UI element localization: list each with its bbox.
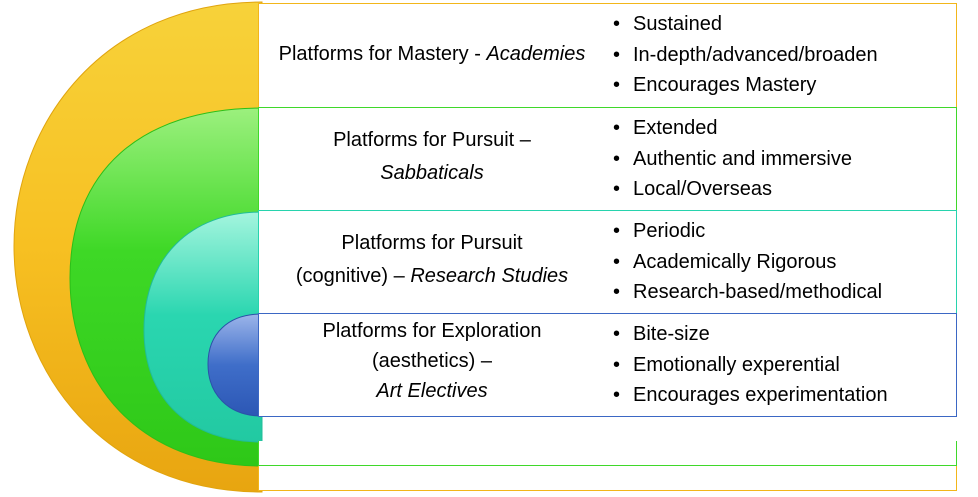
row-pursuit-title-text: Platforms for Pursuit – <box>333 129 531 151</box>
list-item: In-depth/advanced/broaden <box>613 40 878 71</box>
row-exploration-title: Platforms for Exploration (aesthetics) –… <box>262 316 602 406</box>
row-exploration-bullets: Bite-size Emotionally experential Encour… <box>613 319 888 411</box>
list-item: Sustained <box>613 9 878 40</box>
row-mastery-title: Platforms for Mastery - Academies <box>262 38 602 71</box>
row-research-title: Platforms for Pursuit (cognitive) – Rese… <box>262 227 602 293</box>
row-research-title-italic: Research Studies <box>410 265 569 287</box>
list-item: Encourages Mastery <box>613 70 878 101</box>
row-pursuit-bullets: Extended Authentic and immersive Local/O… <box>613 113 852 205</box>
row-research-bullets: Periodic Academically Rigorous Research-… <box>613 216 882 308</box>
list-item: Bite-size <box>613 319 888 350</box>
mastery-strip <box>258 466 957 491</box>
row-pursuit-title-italic: Sabbaticals <box>380 162 484 184</box>
list-item: Periodic <box>613 216 882 247</box>
pursuit-strip <box>258 441 957 466</box>
row-research-title-text: Platforms for Pursuit <box>341 232 523 254</box>
list-item: Research-based/methodical <box>613 277 882 308</box>
row-exploration-title-italic: Art Electives <box>376 380 488 402</box>
row-pursuit-title: Platforms for Pursuit – Sabbaticals <box>262 124 602 190</box>
row-mastery-bullets: Sustained In-depth/advanced/broaden Enco… <box>613 9 878 101</box>
list-item: Encourages experimentation <box>613 380 888 411</box>
list-item: Local/Overseas <box>613 174 852 205</box>
row-research-title-text-2: (cognitive) – <box>295 265 411 287</box>
list-item: Authentic and immersive <box>613 144 852 175</box>
list-item: Emotionally experential <box>613 350 888 381</box>
row-mastery-title-text: Platforms for Mastery - <box>278 43 487 65</box>
exploration-arc <box>207 313 263 417</box>
list-item: Extended <box>613 113 852 144</box>
row-mastery-title-italic: Academies <box>486 43 586 65</box>
row-exploration-title-text-2: (aesthetics) – <box>371 350 493 372</box>
list-item: Academically Rigorous <box>613 247 882 278</box>
row-exploration-title-text: Platforms for Exploration <box>322 320 542 342</box>
